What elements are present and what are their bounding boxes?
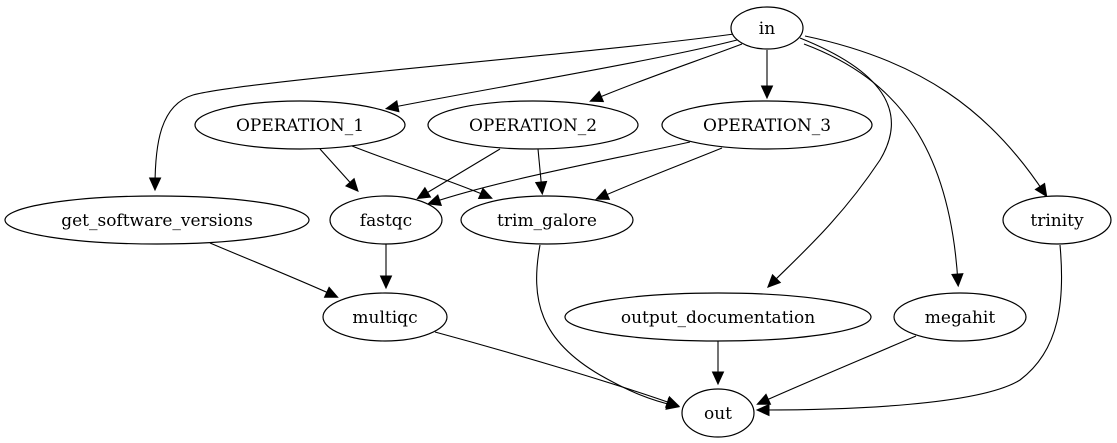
edge-line xyxy=(351,145,490,198)
node-label: multiqc xyxy=(352,308,417,328)
node-trinity: trinity xyxy=(1002,195,1112,245)
node-ellipse xyxy=(730,6,804,50)
edge-line xyxy=(154,33,735,188)
node-label: OPERATION_1 xyxy=(236,116,364,136)
edge-fastqc-to-multiqc xyxy=(379,244,393,290)
arrowhead xyxy=(1034,182,1048,198)
arrowhead xyxy=(477,187,493,200)
edge-outdoc-to-out xyxy=(711,341,725,386)
node-op3: OPERATION_3 xyxy=(661,100,873,150)
edge-in-to-op1 xyxy=(384,39,738,113)
node-ellipse xyxy=(194,100,406,150)
edge-op1-to-trim xyxy=(351,145,493,200)
edge-line xyxy=(804,35,1046,195)
node-label: trim_galore xyxy=(497,211,597,231)
edge-in-to-op2 xyxy=(589,43,743,103)
edge-in-to-trinity xyxy=(804,35,1048,198)
edge-line xyxy=(769,37,892,286)
arrowhead xyxy=(384,100,400,113)
node-label: OPERATION_2 xyxy=(469,116,597,136)
node-label: OPERATION_3 xyxy=(703,116,831,136)
edges-layer xyxy=(148,33,1063,417)
edge-line xyxy=(598,147,723,199)
node-ellipse xyxy=(4,195,310,245)
node-label: trinity xyxy=(1030,211,1084,231)
edge-op2-to-trim xyxy=(534,148,548,196)
node-ellipse xyxy=(661,100,873,150)
edge-in-to-op3 xyxy=(760,50,774,100)
node-op2: OPERATION_2 xyxy=(427,100,639,150)
arrowhead xyxy=(951,273,964,288)
arrowhead xyxy=(426,194,443,206)
edge-line xyxy=(759,244,1063,411)
node-ellipse xyxy=(460,195,634,245)
edge-line xyxy=(592,43,743,101)
node-in: in xyxy=(730,6,804,50)
edge-trim-to-out xyxy=(536,244,681,410)
node-outdoc: output_documentation xyxy=(564,292,872,342)
edge-trinity-to-out xyxy=(755,244,1063,417)
node-out: out xyxy=(681,388,755,438)
node-label: megahit xyxy=(925,308,996,328)
edge-gsv-to-multiqc xyxy=(209,242,339,298)
node-trim: trim_galore xyxy=(460,195,634,245)
node-ellipse xyxy=(427,100,639,150)
edge-line xyxy=(388,39,738,109)
edge-in-to-gsv xyxy=(148,33,735,192)
node-multiqc: multiqc xyxy=(322,292,448,342)
edge-line xyxy=(430,141,691,204)
edge-line xyxy=(434,331,677,406)
node-op1: OPERATION_1 xyxy=(194,100,406,150)
edge-line xyxy=(209,242,336,297)
arrowhead xyxy=(711,371,725,386)
node-label: fastqc xyxy=(360,211,412,231)
node-ellipse xyxy=(329,195,443,245)
node-ellipse xyxy=(681,388,755,438)
arrowhead xyxy=(760,85,774,100)
edge-line xyxy=(419,148,501,198)
edge-op1-to-fastqc xyxy=(319,148,359,193)
arrowhead xyxy=(534,180,548,196)
node-ellipse xyxy=(893,292,1027,342)
arrowhead xyxy=(595,188,611,200)
edge-megahit-to-out xyxy=(756,335,917,405)
edge-in-to-megahit xyxy=(803,43,964,288)
edge-line xyxy=(536,244,677,407)
arrowhead xyxy=(665,397,681,410)
arrowhead xyxy=(756,393,772,405)
edge-line xyxy=(759,335,917,404)
edge-in-to-outdoc xyxy=(767,37,892,288)
arrowhead xyxy=(379,275,393,290)
node-gsv: get_software_versions xyxy=(4,195,310,245)
arrowhead xyxy=(755,403,770,417)
node-label: in xyxy=(759,19,775,39)
edge-op2-to-fastqc xyxy=(416,148,501,200)
arrowhead xyxy=(589,90,605,103)
arrowhead xyxy=(416,186,432,200)
node-megahit: megahit xyxy=(893,292,1027,342)
edge-op3-to-trim xyxy=(595,147,723,200)
node-ellipse xyxy=(322,292,448,342)
arrowhead xyxy=(767,273,782,288)
node-ellipse xyxy=(1002,195,1112,245)
node-ellipse xyxy=(564,292,872,342)
arrowhead xyxy=(148,177,162,192)
node-fastqc: fastqc xyxy=(329,195,443,245)
node-label: get_software_versions xyxy=(61,211,253,231)
arrowhead xyxy=(344,177,359,193)
node-label: out xyxy=(704,404,732,424)
edge-op3-to-fastqc xyxy=(426,141,691,206)
edge-line xyxy=(803,43,959,284)
arrowhead xyxy=(323,286,339,298)
node-label: output_documentation xyxy=(621,308,815,328)
